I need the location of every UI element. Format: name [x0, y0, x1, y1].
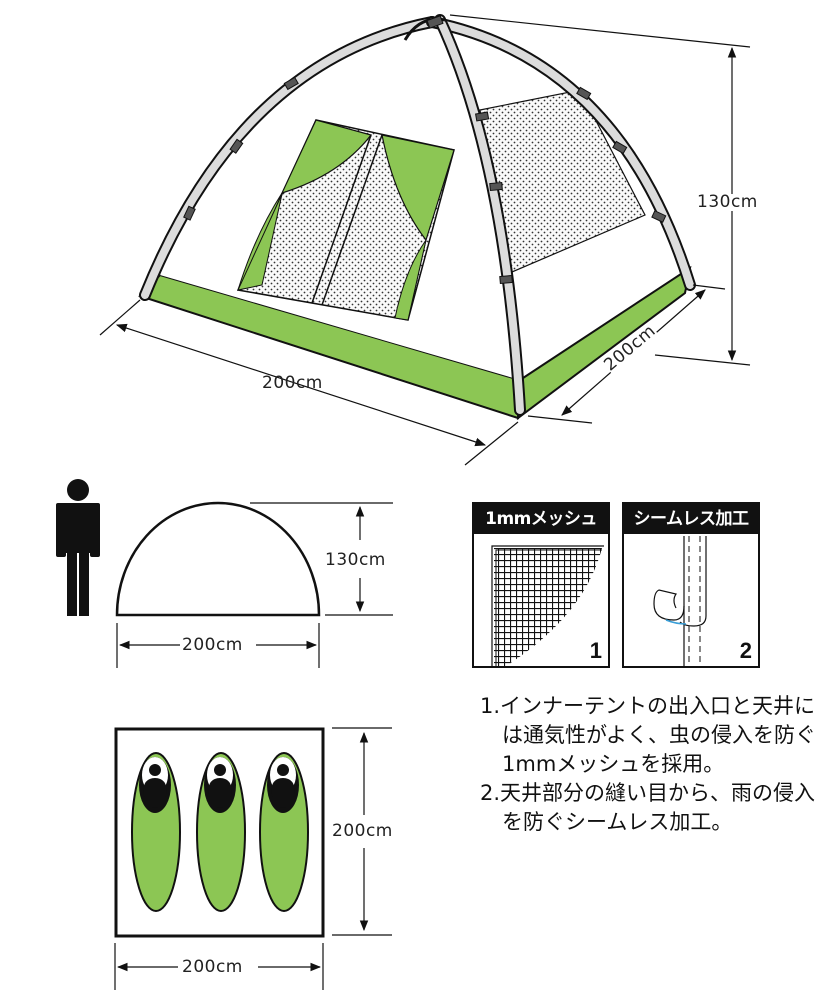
seamless-icon: [653, 536, 707, 666]
tent-width-label: 200cm: [262, 373, 323, 393]
tent-floor-right: [516, 265, 692, 421]
feature-mesh-title: 1mmメッシュ: [474, 504, 608, 534]
side-width-label: 200cm: [182, 635, 243, 655]
person-icon: [56, 479, 100, 616]
side-height-label: 130cm: [325, 550, 386, 570]
feature-mesh: 1mmメッシュ 1: [472, 502, 610, 668]
floor-plan: [114, 727, 392, 990]
floor-depth-label: 200cm: [332, 821, 393, 841]
feature-description: 1.インナーテントの出入口と天井には通気性がよく、虫の侵入を防ぐ1mmメッシュを…: [478, 692, 828, 837]
mesh-icon: [491, 545, 604, 666]
sleeping-bag: [259, 752, 309, 912]
description-item: 1.インナーテントの出入口と天井には通気性がよく、虫の侵入を防ぐ1mmメッシュを…: [480, 694, 816, 776]
door-mesh: [236, 119, 455, 321]
feature-seamless-number: 2: [739, 638, 752, 663]
feature-mesh-number: 1: [589, 638, 602, 663]
description-item: 2.天井部分の縫い目から、雨の侵入を防ぐシームレス加工。: [480, 781, 816, 834]
tent-height-label: 130cm: [697, 192, 758, 212]
tent-3d-illustration: [99, 14, 751, 466]
feature-seamless: シームレス加工 2: [622, 502, 760, 668]
feature-seamless-title: シームレス加工: [624, 504, 758, 534]
sleeping-bag: [196, 752, 246, 912]
floor-width-label: 200cm: [182, 957, 243, 977]
side-view-dome: [115, 501, 393, 668]
sleeping-bag: [131, 752, 181, 912]
